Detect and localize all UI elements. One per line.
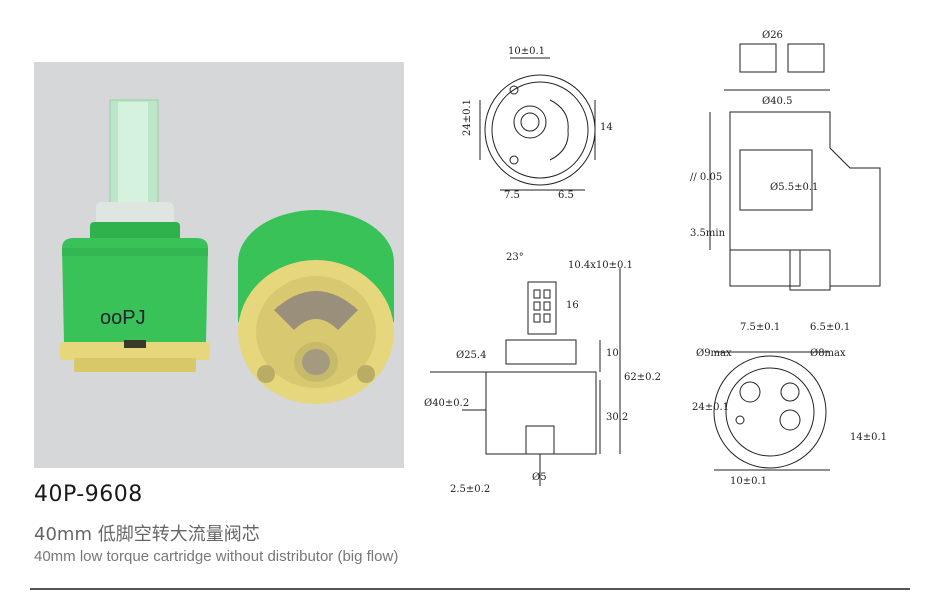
dim-top-d3: 14 [600,122,613,133]
dim-side-crown-h: 10 [606,348,619,359]
dim-seat-h2: Ø8max [810,348,846,359]
dim-seat-d3: 24±0.1 [692,402,729,413]
dim-top-d4: 7.5 [504,190,520,201]
dim-side-body: Ø40±0.2 [424,398,469,409]
dim-side-pin-h: 2.5±0.2 [450,484,490,495]
dim-top-d1: 10±0.1 [508,46,545,57]
dim-section-min: 3.5min [690,228,726,239]
technical-drawings: 10±0.1 24±0.1 14 7.5 6.5 23° 10.4x10±0.1… [410,0,940,510]
dim-side-crown: Ø25.4 [456,350,486,361]
dim-side-stem: 10.4x10±0.1 [568,260,633,271]
dim-section-top: Ø26 [762,30,783,41]
dim-side-pin: Ø5 [532,472,547,483]
product-photo: ooPJ [34,62,404,468]
brand-logo: ooPJ [100,307,146,329]
dim-top-d2: 24±0.1 [462,99,473,136]
cartridge-illustration: ooPJ [60,99,394,404]
drawing-section-view: Ø26 Ø40.5 // 0.05 Ø5.5±0.1 3.5min [690,30,881,291]
dim-top-d5: 6.5 [558,190,574,201]
divider [30,588,910,590]
cartridge-bottom-view [238,210,394,404]
dim-seat-d1: 7.5±0.1 [740,322,780,333]
drawing-side-view: 23° 10.4x10±0.1 16 Ø25.4 10 62±0.2 Ø40±0… [424,252,661,495]
cartridge-side-view: ooPJ [60,99,210,372]
dim-seat-h1: Ø9max [696,348,732,359]
drawing-seat-view: 7.5±0.1 6.5±0.1 Ø9max Ø8max 24±0.1 14±0.… [692,322,887,487]
dim-side-total-h: 62±0.2 [624,372,661,383]
dim-seat-d5: 10±0.1 [730,476,767,487]
dim-section-hole: Ø5.5±0.1 [770,182,818,193]
dim-seat-d2: 6.5±0.1 [810,322,850,333]
title-english: 40mm low torque cartridge without distri… [34,548,399,565]
dim-seat-d4: 14±0.1 [850,432,887,443]
dim-side-stem-h: 16 [566,300,579,311]
dim-side-angle: 23° [506,252,524,263]
title-chinese: 40mm 低脚空转大流量阀芯 [34,524,260,545]
dim-section-bore: Ø40.5 [762,96,792,107]
dim-section-flat: // 0.05 [690,172,722,183]
model-number: 40P-9608 [34,482,143,507]
drawing-top-view: 10±0.1 24±0.1 14 7.5 6.5 [462,46,613,201]
dim-side-body-h: 30.2 [606,412,628,423]
